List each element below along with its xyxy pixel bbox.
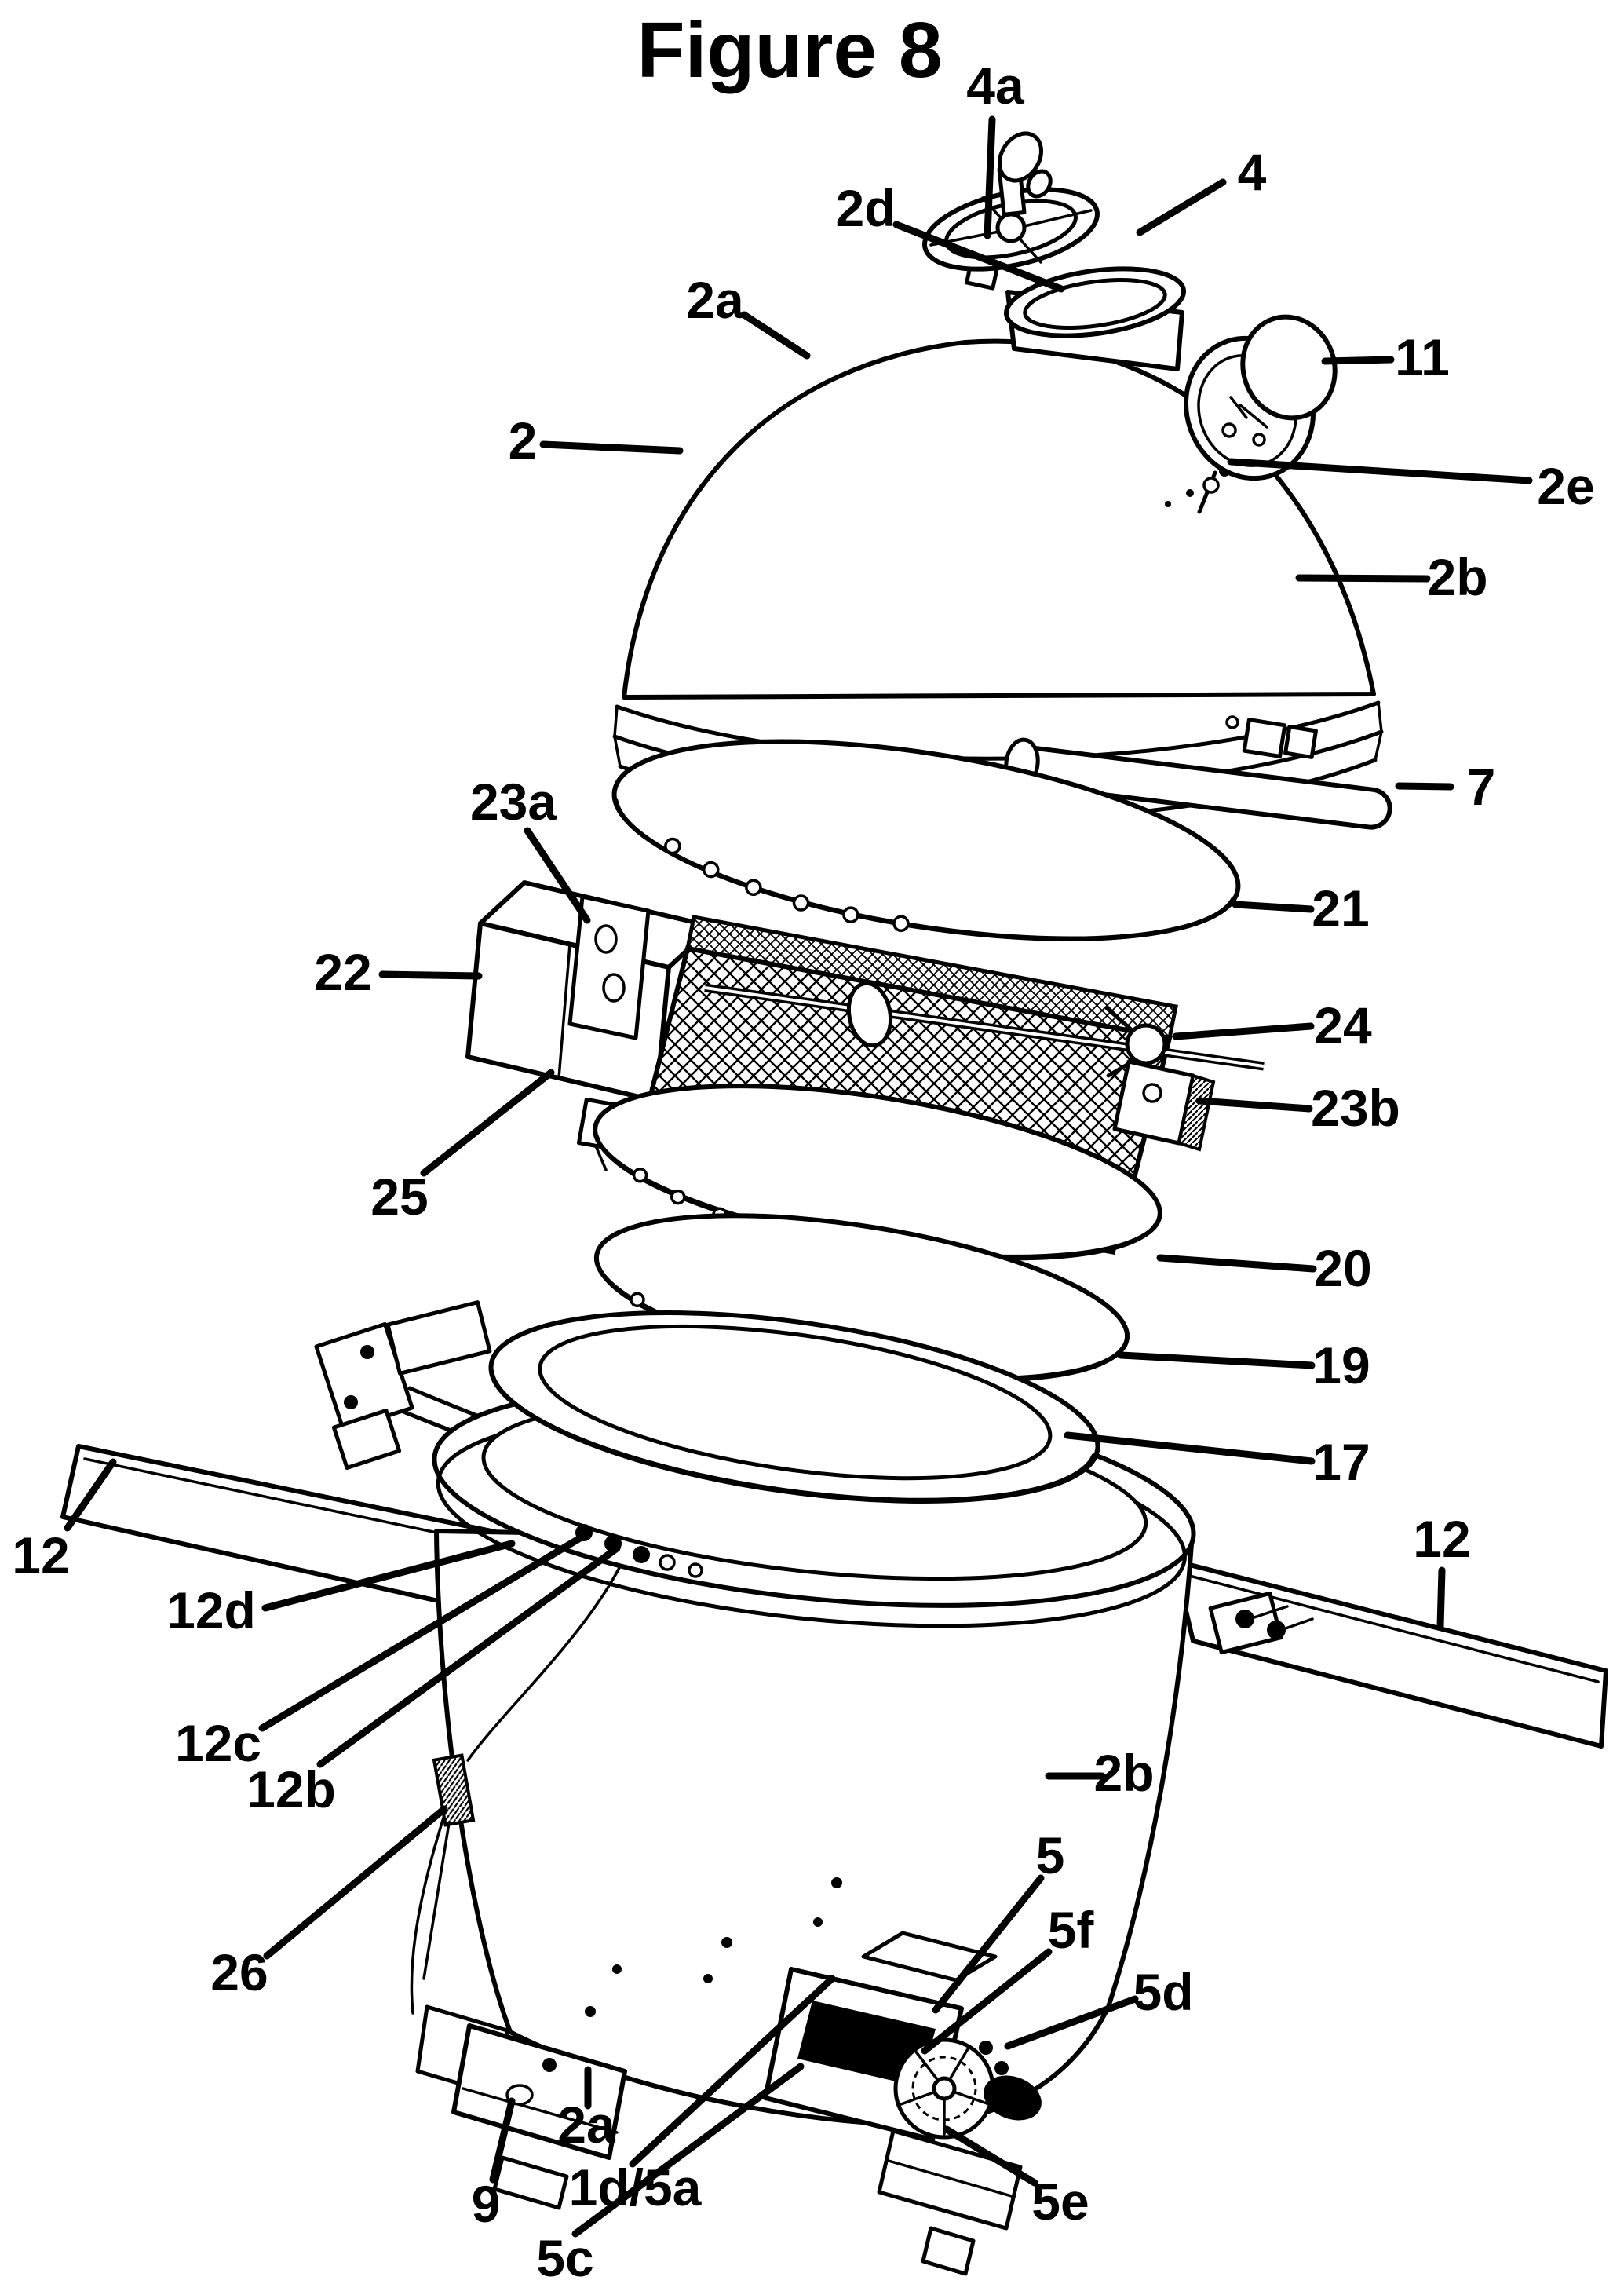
part-labels: 4a 4 2d 2a 11 2 2e 2b 7 23a 22 21 24 23b 25 20 19 17 12 12 1…	[12, 57, 1594, 2287]
leader-line-12-right	[1436, 1566, 1446, 1631]
part-label-2a-top: 2a	[686, 271, 745, 329]
part-label-11: 11	[1395, 328, 1450, 386]
leader-line-12b	[316, 1544, 621, 1768]
leader-line-25	[420, 1069, 555, 1177]
leader-line-12c	[258, 1532, 588, 1732]
part-label-2: 2	[509, 411, 538, 470]
foot-bracket-part-9	[415, 2004, 627, 2210]
part-label-4: 4	[1238, 143, 1267, 201]
part-label-21: 21	[1312, 879, 1369, 937]
part-label-12c: 12c	[175, 1714, 261, 1772]
part-label-24: 24	[1314, 996, 1372, 1054]
leader-line-12-left	[64, 1458, 117, 1532]
leader-line-4	[1136, 178, 1227, 236]
fire-ring-part-17	[488, 1310, 1100, 1504]
part-label-17: 17	[1312, 1433, 1370, 1491]
part-label-2a-low: 2a	[557, 2096, 616, 2154]
spit-rod-part-24	[704, 981, 1265, 1078]
vent-foot-part-5e	[877, 2129, 1023, 2276]
leader-line-7	[1395, 782, 1454, 791]
part-label-25: 25	[370, 1168, 428, 1226]
leader-line-12d	[261, 1540, 516, 1612]
leader-line-5f	[921, 1948, 1053, 2055]
part-label-12-right: 12	[1413, 1510, 1470, 1568]
thermometer-part-11	[1183, 314, 1338, 514]
vent-mount-part-1d-5a	[861, 1931, 998, 1983]
leader-line-4a	[984, 115, 996, 239]
part-label-12b: 12b	[246, 1760, 336, 1818]
part-label-19: 19	[1312, 1336, 1370, 1394]
leader-line-2d	[892, 221, 1065, 293]
leader-line-17	[1064, 1431, 1316, 1465]
thermometer-cap-icon	[1240, 314, 1338, 421]
part-label-2e: 2e	[1537, 457, 1594, 515]
part-label-2b-low: 2b	[1093, 1744, 1154, 1802]
side-shelf-right-part-12	[1172, 1559, 1608, 1749]
mount-bracket-part-23a	[567, 894, 651, 1040]
damper-wheel-part-4	[922, 131, 1100, 291]
cooking-grate-part-21	[611, 739, 1241, 941]
leader-line-23a	[524, 827, 591, 924]
leader-line-24	[1172, 1022, 1315, 1040]
leader-line-26	[263, 1805, 448, 1960]
figure-title: Figure 8	[637, 6, 943, 94]
part-label-22: 22	[314, 943, 371, 1001]
mount-bracket-part-23b	[1112, 1059, 1216, 1152]
part-label-5d: 5d	[1133, 1963, 1193, 2021]
part-label-5: 5	[1036, 1826, 1065, 1884]
leader-line-2b-top	[1295, 574, 1431, 583]
fan-motor-part-5d	[984, 2075, 1042, 2121]
part-label-12d: 12d	[166, 1581, 256, 1639]
leader-lines	[64, 115, 1533, 2238]
fan-wheel-part-5f	[893, 2037, 995, 2140]
leader-line-5c	[571, 2063, 805, 2238]
leader-line-5d	[1004, 1995, 1139, 2050]
leader-line-2	[539, 440, 684, 455]
part-label-9: 9	[472, 2175, 501, 2233]
leader-line-11	[1321, 356, 1395, 365]
leader-line-5e	[943, 2125, 1038, 2187]
part-label-20: 20	[1314, 1239, 1371, 1297]
part-label-5c: 5c	[536, 2229, 593, 2287]
part-label-1d5a: 1d/5a	[569, 2158, 703, 2216]
leader-line-22	[378, 970, 483, 980]
part-label-7: 7	[1467, 758, 1496, 816]
part-label-26: 26	[210, 1943, 268, 2001]
leader-line-20	[1156, 1254, 1317, 1273]
vent-fan-assembly-part-5	[763, 1931, 1042, 2276]
part-label-23b: 23b	[1311, 1079, 1400, 1137]
part-label-2d: 2d	[835, 179, 896, 237]
leader-line-2e	[1227, 458, 1533, 484]
part-label-23a: 23a	[470, 773, 557, 831]
part-label-5e: 5e	[1031, 2173, 1089, 2231]
leader-line-21	[1232, 901, 1315, 913]
leader-line-5	[932, 1874, 1045, 2014]
leader-line-1d5a	[629, 1975, 836, 2168]
part-label-12-left: 12	[12, 1526, 69, 1584]
part-label-5f: 5f	[1048, 1901, 1095, 1959]
leader-line-19	[1117, 1351, 1316, 1369]
part-label-4a: 4a	[966, 57, 1025, 115]
part-label-2b-top: 2b	[1427, 548, 1487, 606]
leader-line-2a-top	[740, 311, 811, 360]
leader-line-23b	[1195, 1097, 1313, 1113]
leader-line-9	[489, 2097, 516, 2184]
